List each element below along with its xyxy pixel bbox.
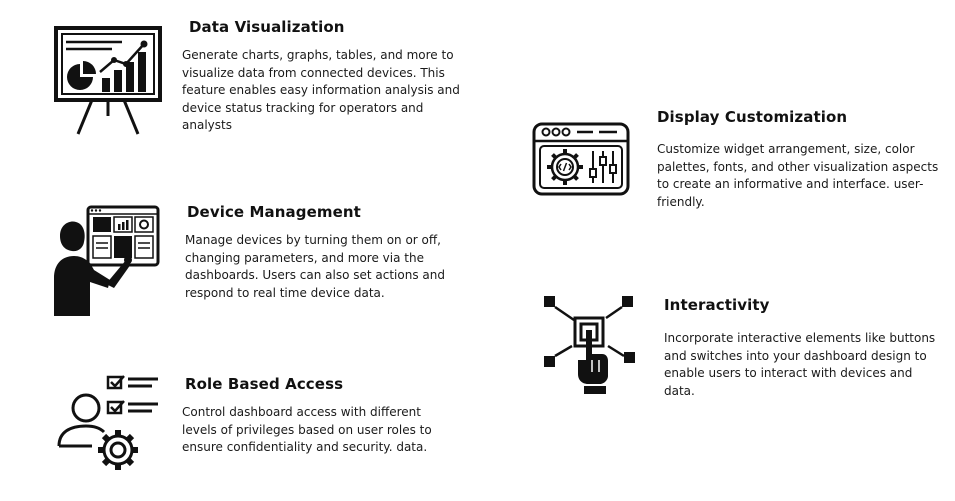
presentation-chart-icon <box>54 26 162 135</box>
hand-click-icon <box>544 296 635 394</box>
feature-title: Data Visualization <box>189 18 345 36</box>
feature-description: Customize widget arrangement, size, colo… <box>657 142 939 209</box>
person-touchscreen-icon <box>54 205 160 316</box>
feature-title: Interactivity <box>664 296 770 314</box>
feature-description: Control dashboard access with different … <box>182 405 432 454</box>
user-checklist-gear-icon <box>57 375 158 470</box>
feature-title: Device Management <box>187 203 361 221</box>
feature-description: Manage devices by turning them on or off… <box>185 233 445 300</box>
feature-description: Generate charts, graphs, tables, and mor… <box>182 48 460 132</box>
feature-title: Display Customization <box>657 108 848 126</box>
browser-code-gear-sliders-icon <box>532 122 630 196</box>
feature-description: Incorporate interactive elements like bu… <box>664 331 936 398</box>
feature-title: Role Based Access <box>185 375 344 393</box>
